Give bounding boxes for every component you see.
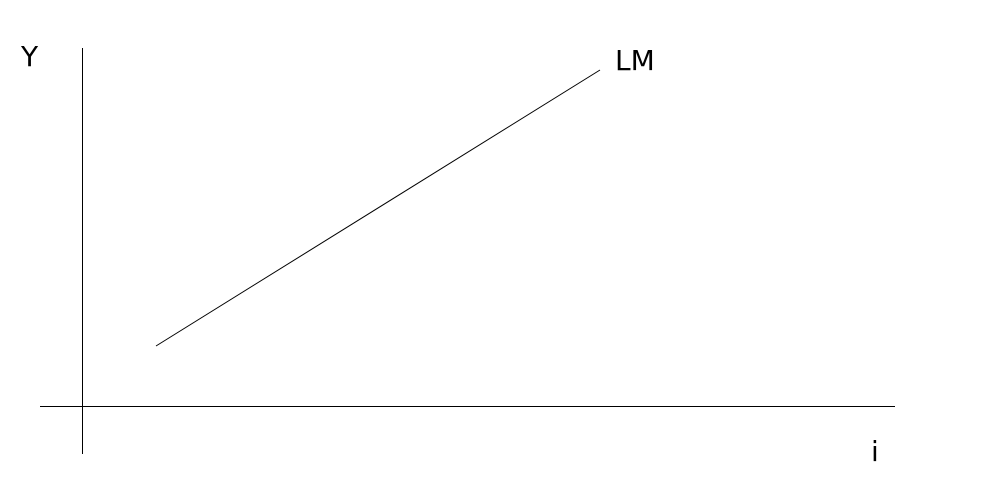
lm-curve-label: LM <box>615 44 655 77</box>
y-axis-label: Y <box>20 40 39 73</box>
x-axis-label: i <box>871 435 879 468</box>
lm-curve <box>155 69 601 347</box>
